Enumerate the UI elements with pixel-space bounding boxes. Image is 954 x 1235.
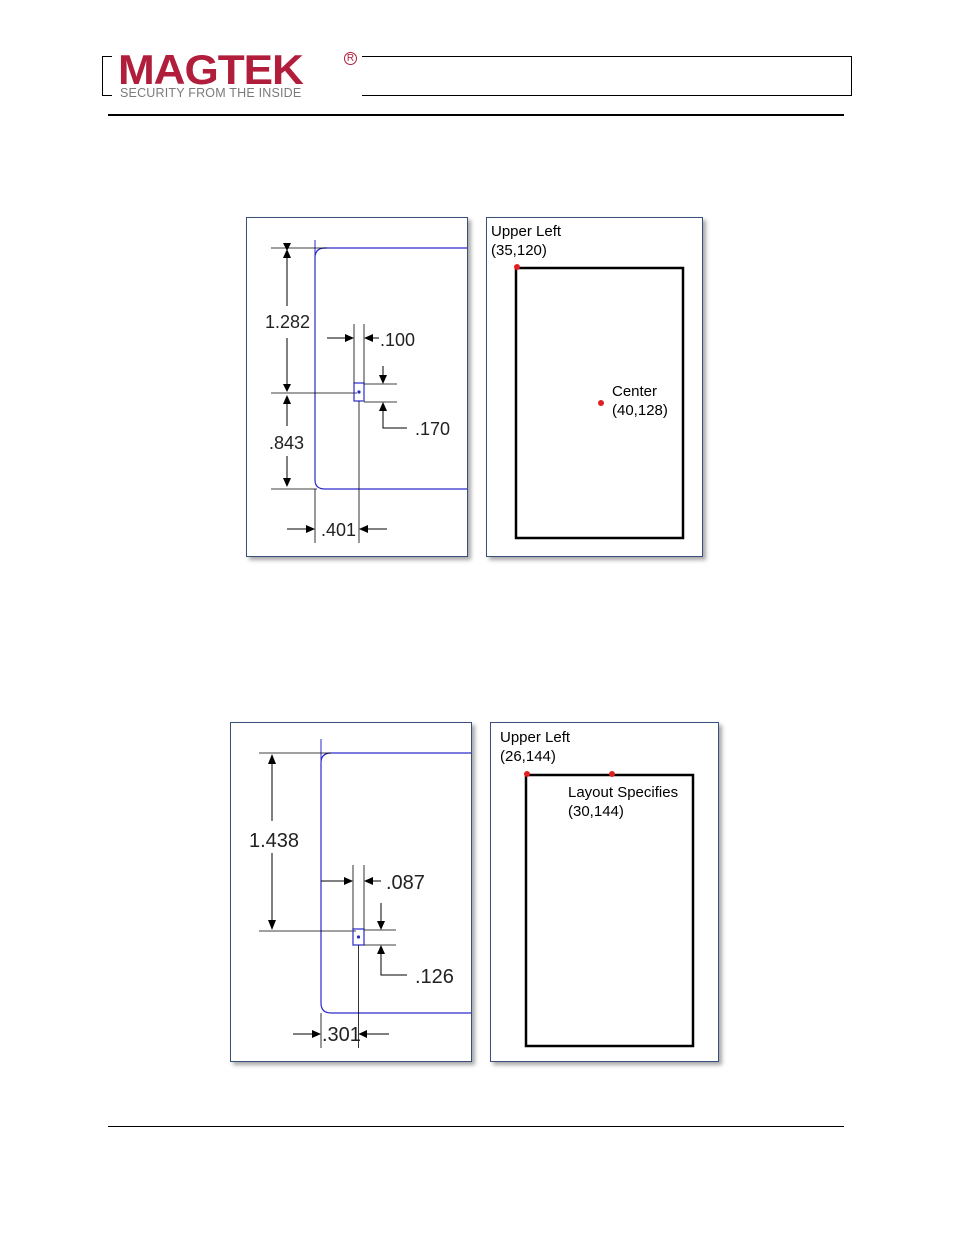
dim-label-lower: .843 <box>269 433 304 453</box>
figure2-drawing-svg: 1.438 .087 .126 .301 <box>231 723 471 1061</box>
dim-label-height: 1.282 <box>265 312 310 332</box>
arrow-head <box>283 249 291 258</box>
spec-coord: (30,144) <box>568 803 624 821</box>
figure1-layout-panel: Upper Left (35,120) Center (40,128) <box>486 217 703 557</box>
dim-label-gap: .087 <box>386 872 425 894</box>
figure2-layout-panel: Upper Left (26,144) Layout Specifies (30… <box>490 722 719 1062</box>
upper-left-title: Upper Left <box>491 223 561 241</box>
arrow-head <box>345 334 354 342</box>
arrow-head <box>379 375 387 384</box>
arrow-head <box>306 525 315 533</box>
figure2-dimension-drawing: 1.438 .087 .126 .301 <box>230 722 472 1062</box>
center-coord: (40,128) <box>612 402 668 420</box>
target-center <box>357 390 360 393</box>
footer-rule <box>108 1126 844 1127</box>
card-outline <box>315 248 467 489</box>
upper-left-coord: (26,144) <box>500 748 556 766</box>
dim-label-offset: .301 <box>322 1024 361 1046</box>
figure1-dimension-drawing: 1.282 .100 .170 .843 .401 <box>246 217 468 557</box>
dim-label-height: 1.438 <box>249 830 299 852</box>
arrow-head <box>344 877 353 885</box>
upper-left-coord: (35,120) <box>491 242 547 260</box>
registered-mark: R <box>344 52 357 65</box>
spec-title: Layout Specifies <box>568 784 678 802</box>
logo-tagline: SECURITY FROM THE INSIDE <box>120 86 301 100</box>
figure2-layout-svg <box>491 723 718 1061</box>
target-center <box>357 935 360 938</box>
dim-label-offset: .401 <box>321 520 356 540</box>
figure1-drawing-svg: 1.282 .100 .170 .843 .401 <box>247 218 467 556</box>
arrow-head <box>283 478 291 487</box>
dim-label-small: .126 <box>415 966 454 988</box>
upper-left-point <box>514 264 520 270</box>
arrow-head <box>377 945 385 954</box>
arrow-head <box>359 525 368 533</box>
specified-point <box>609 771 615 777</box>
arrow-head <box>377 921 385 930</box>
arrow-head <box>379 402 387 411</box>
upper-left-point <box>524 771 530 777</box>
upper-left-title: Upper Left <box>500 729 570 747</box>
center-point <box>598 400 604 406</box>
dim-label-gap: .100 <box>380 330 415 350</box>
arrow-head <box>364 334 373 342</box>
arrow-head <box>364 877 373 885</box>
arrow-head <box>312 1030 321 1038</box>
figure1-layout-svg <box>487 218 702 556</box>
small-leader <box>381 946 407 975</box>
small-leader <box>383 403 407 428</box>
dim-label-small: .170 <box>415 419 450 439</box>
center-title: Center <box>612 383 657 401</box>
header-rule <box>108 114 844 116</box>
arrow-head <box>268 920 276 930</box>
